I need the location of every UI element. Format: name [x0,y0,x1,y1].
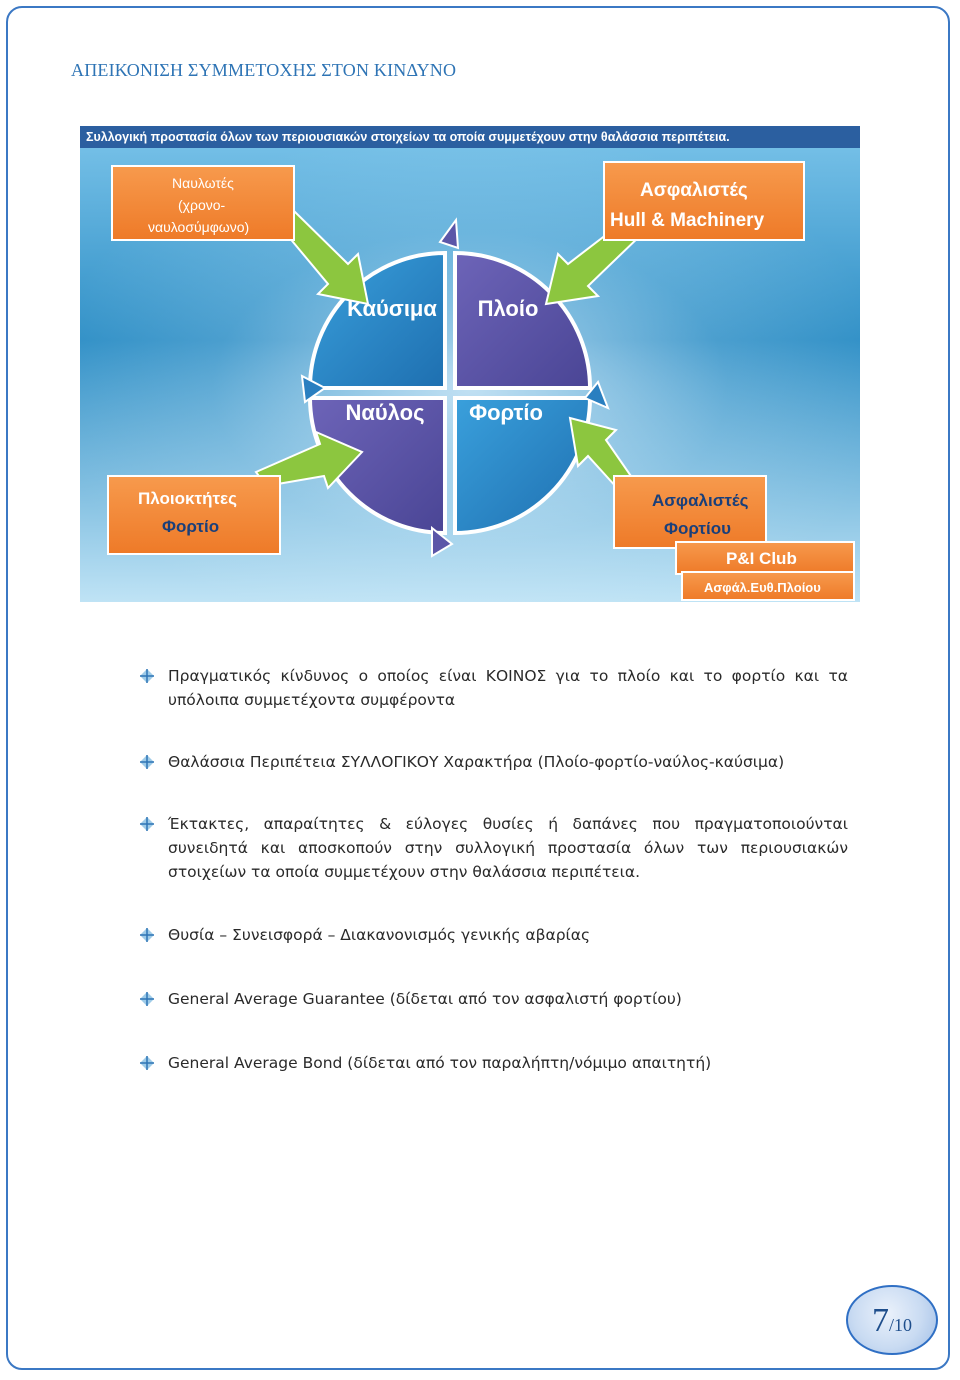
arrow-tip-cargo [583,380,610,410]
risk-participation-diagram: Συλλογική προστασία όλων των περιουσιακώ… [80,126,860,602]
bullet-diamond-icon [140,817,154,831]
arrow-tip-fuel [300,374,327,404]
page-number-current: 7 [871,1302,889,1339]
box-cargo-insurers-line1: Ασφαλιστές [652,491,749,510]
green-arrow-bottom-left [254,430,364,490]
diagram-banner [80,126,860,148]
bullet-item: General Average Bond (δίδεται από τον πα… [140,1051,848,1075]
arrow-tip-ship [438,217,460,250]
bullet-text: Πραγματικός κίνδυνος ο οποίος είναι ΚΟΙΝ… [168,667,848,709]
box-hull-insurers-line1: Ασφαλιστές [640,180,748,201]
bullet-item: General Average Guarantee (δίδεται από τ… [140,987,848,1011]
page-number-total: /10 [888,1315,912,1335]
box-hull-liability [681,571,855,601]
box-hull-insurers [603,161,805,241]
box-shipowners-line1: Πλοιοκτήτες [138,489,237,508]
bullet-text: Θυσία – Συνεισφορά – Διακανονισμός γενικ… [168,926,591,944]
quadrant-cargo [453,396,593,536]
bullet-diamond-icon [140,1056,154,1070]
box-cargo-insurers-line2: Φορτίου [664,519,731,538]
bullet-diamond-icon [140,992,154,1006]
box-charterers-line1: Ναυλωτές [172,175,234,191]
bullet-text: General Average Bond (δίδεται από τον πα… [168,1054,712,1072]
bullet-text: Έκτακτες, απαραίτητες & εύλογες θυσίες ή… [168,815,848,881]
box-shipowners-line2: Φορτίο [162,517,219,536]
quadrant-freight [307,396,447,536]
bullet-diamond-icon [140,755,154,769]
green-arrow-top-left [276,208,370,306]
bullet-text: General Average Guarantee (δίδεται από τ… [168,990,682,1008]
bullet-diamond-icon [140,669,154,683]
bullet-item: Θυσία – Συνεισφορά – Διακανονισμός γενικ… [140,923,848,947]
bullet-list: Πραγματικός κίνδυνος ο οποίος είναι ΚΟΙΝ… [140,664,848,1075]
box-pi-club [675,541,855,575]
page-number-badge: 7/10 [846,1285,938,1355]
box-hull-insurers-line2: Hull & Machinery [610,210,765,231]
bullet-item: Θαλάσσια Περιπέτεια ΣΥΛΛΟΓΙΚΟΥ Χαρακτήρα… [140,750,848,774]
box-pi-club-text: P&I Club [726,549,797,568]
box-charterers-line3: ναυλοσύμφωνο) [148,219,249,235]
bullet-item: Πραγματικός κίνδυνος ο οποίος είναι ΚΟΙΝ… [140,664,848,712]
arrow-tip-freight [431,525,454,558]
quadrant-label-ship: Πλοίο [478,296,539,321]
quadrant-label-cargo: Φορτίο [469,400,543,425]
quadrant-label-freight: Ναύλος [345,400,424,425]
box-charterers [111,165,295,241]
page-border [6,6,950,1370]
bullet-diamond-icon [140,928,154,942]
diagram-banner-text: Συλλογική προστασία όλων των περιουσιακώ… [86,130,730,144]
bullet-text: Θαλάσσια Περιπέτεια ΣΥΛΛΟΓΙΚΟΥ Χαρακτήρα… [168,753,785,771]
box-charterers-line2: (χρονο- [178,197,226,213]
bullet-item: Έκτακτες, απαραίτητες & εύλογες θυσίες ή… [140,812,848,884]
box-hull-liability-text: Ασφάλ.Ευθ.Πλοίου [704,580,821,595]
box-shipowners [107,475,281,555]
page-heading: ΑΠΕΙΚΟΝΙΣΗ ΣΥΜΜΕΤΟΧΗΣ ΣΤΟΝ ΚΙΝΔΥΝΟ [71,60,457,80]
